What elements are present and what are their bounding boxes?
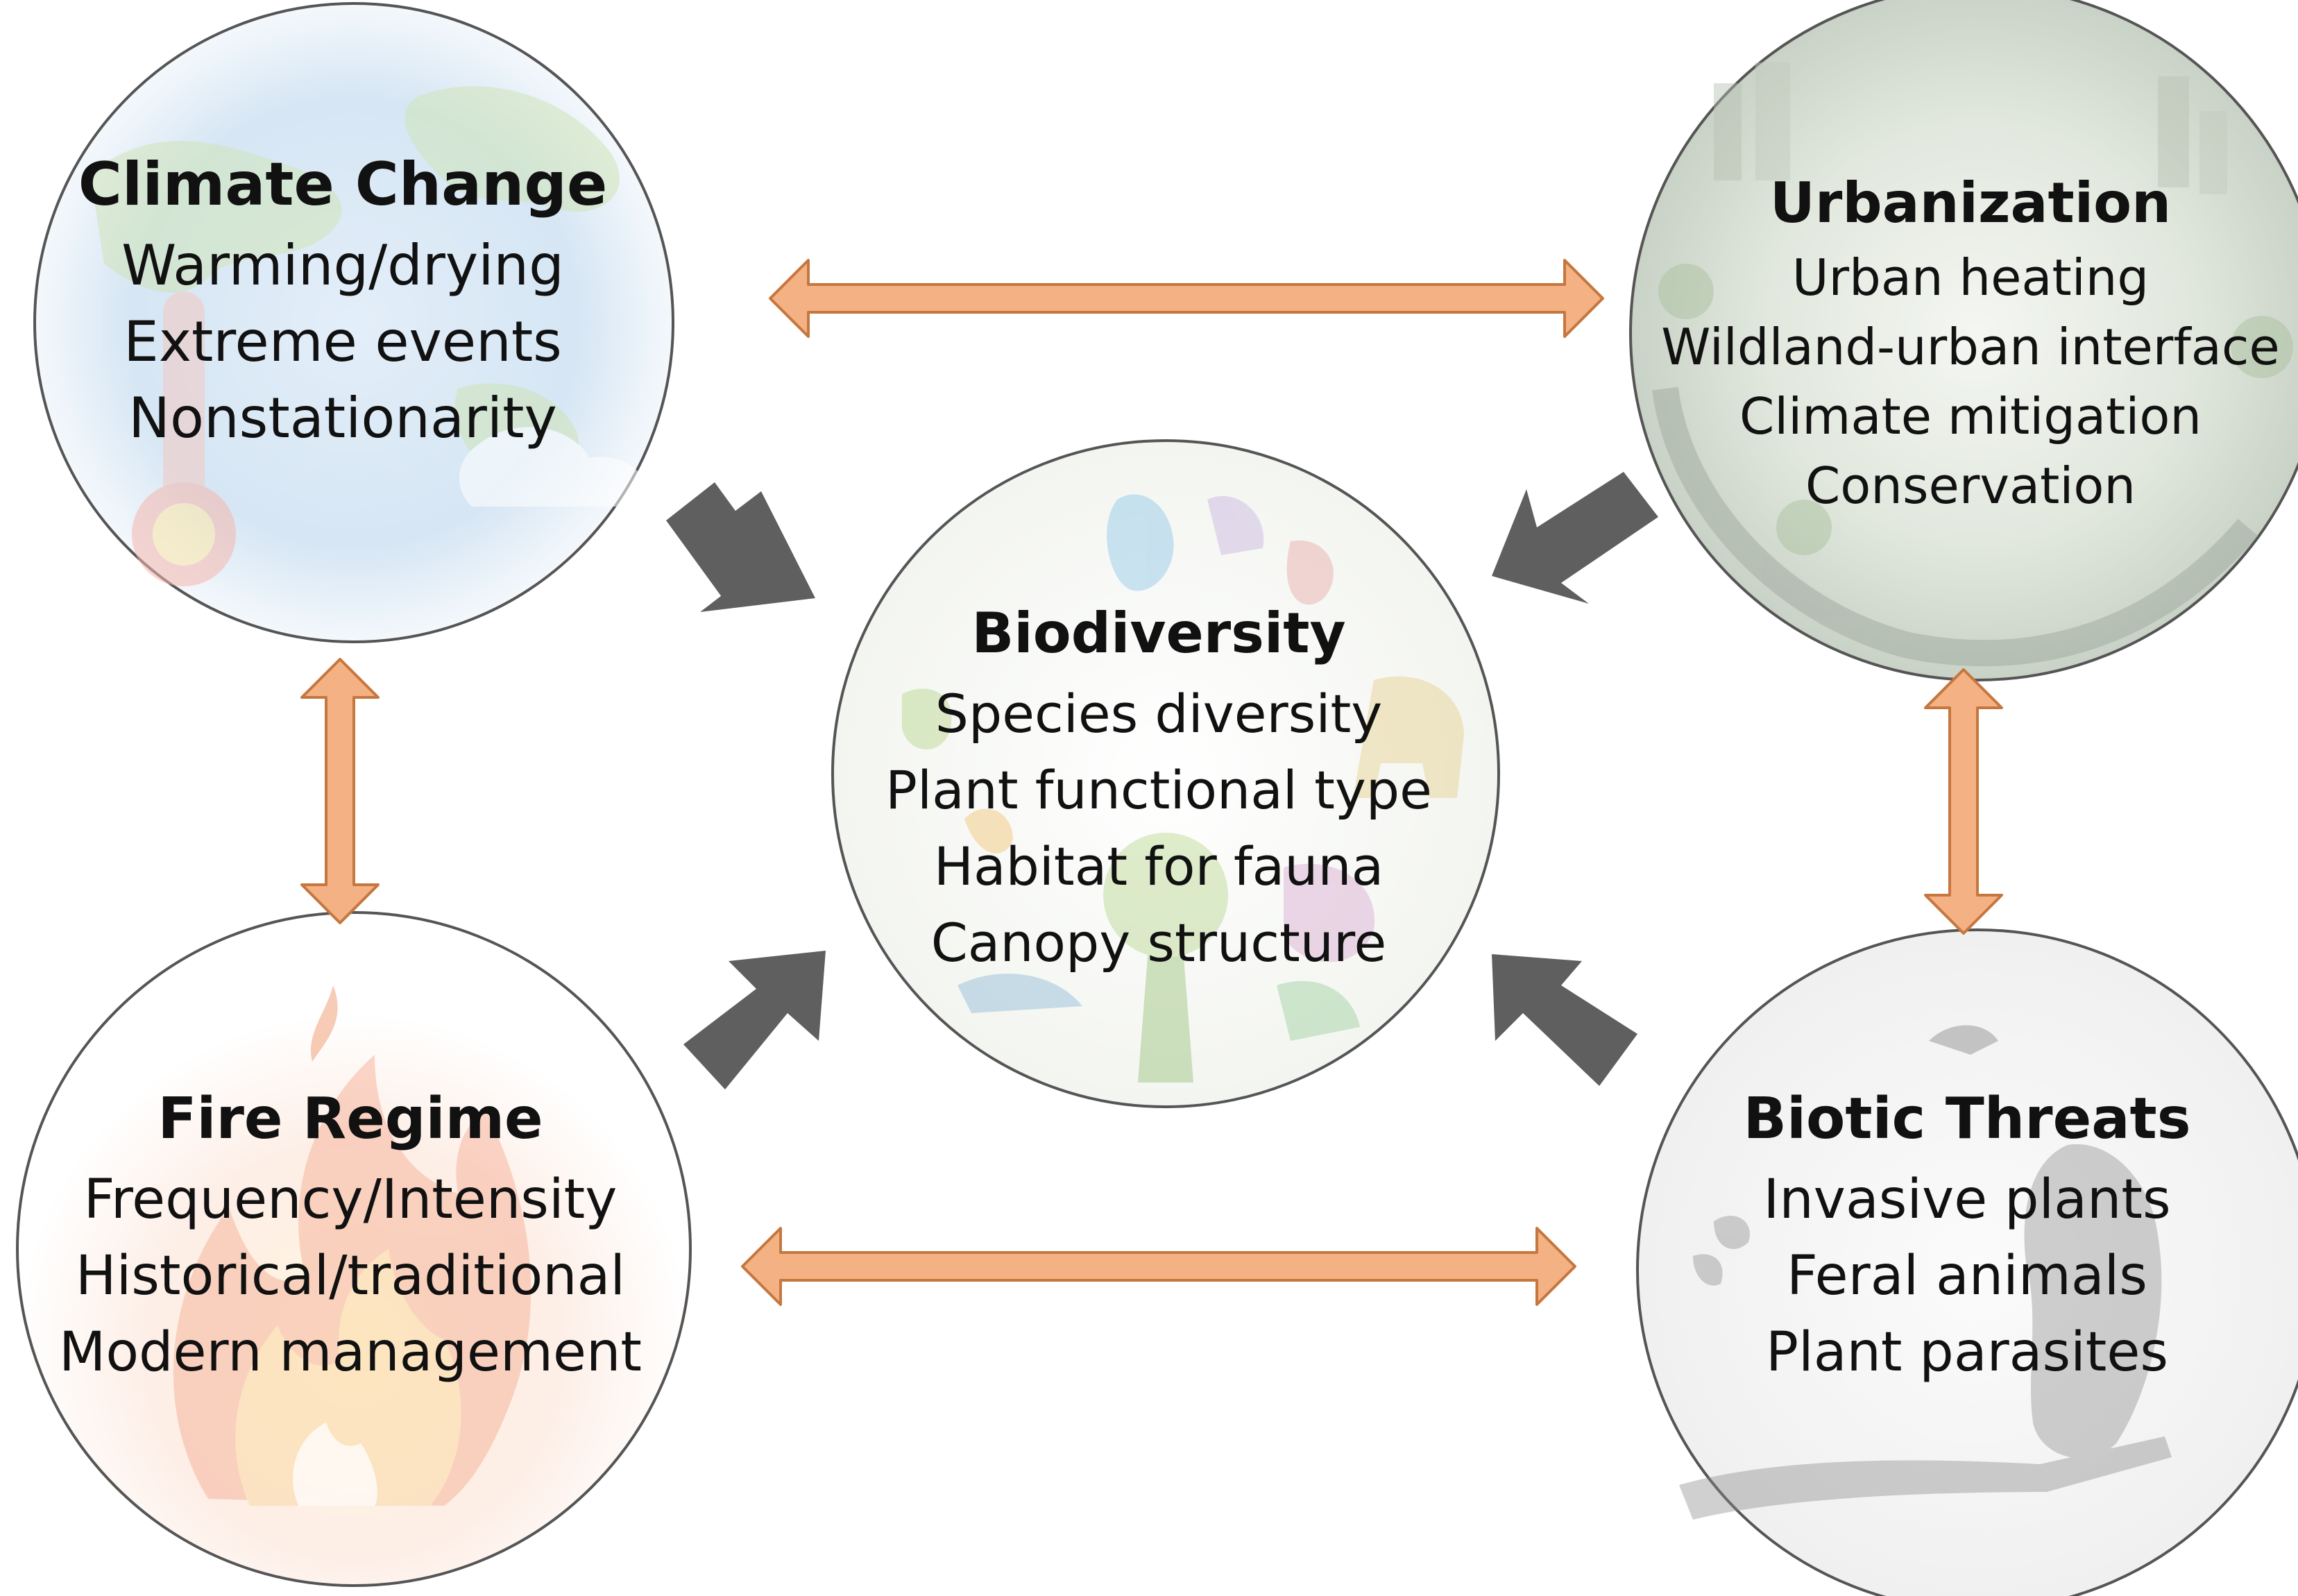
climate-change-node xyxy=(33,2,674,643)
biodiversity-item-1: Species diversity xyxy=(935,683,1382,745)
urban-item-1: Urban heating xyxy=(1792,248,2149,307)
double-arrow-urban-biotic xyxy=(1924,668,2003,935)
feral-cat-branch-icon xyxy=(1679,1025,2172,1520)
biotic-threats-node xyxy=(1636,928,2298,1596)
biodiversity-text: Biodiversity Species diversity Plant fun… xyxy=(885,601,1432,974)
biodiversity-item-4: Canopy structure xyxy=(931,912,1387,974)
biodiversity-title: Biodiversity xyxy=(971,601,1345,665)
globe-thermometer-icon xyxy=(90,86,649,586)
wildlife-silhouettes-icon xyxy=(902,494,1464,1083)
double-arrow-fire-biotic xyxy=(741,1227,1576,1306)
urban-item-2: Wildland-urban interface xyxy=(1661,318,2279,376)
fire-item-1: Frequency/Intensity xyxy=(84,1169,618,1231)
urban-item-4: Conservation xyxy=(1805,457,2136,515)
double-arrow-climate-fire xyxy=(300,658,380,924)
influence-arrow-climate xyxy=(666,482,815,612)
biotic-item-2: Feral animals xyxy=(1787,1245,2147,1307)
climate-item-1: Warming/drying xyxy=(121,233,564,298)
influence-arrow-fire xyxy=(683,951,826,1089)
biotic-item-1: Invasive plants xyxy=(1763,1169,2170,1231)
fire-regime-text: Fire Regime Frequency/Intensity Historic… xyxy=(59,1086,642,1384)
biotic-item-3: Plant parasites xyxy=(1766,1321,2168,1384)
climate-item-2: Extreme events xyxy=(124,309,562,374)
biodiversity-item-3: Habitat for fauna xyxy=(934,835,1384,897)
climate-change-text: Climate Change Warming/drying Extreme ev… xyxy=(78,150,608,450)
urban-item-3: Climate mitigation xyxy=(1739,387,2202,445)
planet-city-icon xyxy=(1652,62,2293,667)
fire-regime-title: Fire Regime xyxy=(158,1086,543,1152)
urbanization-text: Urbanization Urban heating Wildland-urba… xyxy=(1661,171,2279,515)
fire-item-2: Historical/traditional xyxy=(76,1245,625,1307)
biodiversity-node xyxy=(831,439,1500,1108)
fire-regime-node xyxy=(16,911,692,1587)
double-arrow-climate-urban xyxy=(769,259,1604,338)
climate-item-3: Nonstationarity xyxy=(128,386,557,450)
climate-change-title: Climate Change xyxy=(78,150,608,219)
influence-arrow-biotic xyxy=(1492,954,1637,1086)
urbanization-node xyxy=(1629,0,2298,681)
biotic-threats-title: Biotic Threats xyxy=(1743,1086,2190,1152)
urbanization-title: Urbanization xyxy=(1770,171,2171,235)
flame-icon xyxy=(173,985,531,1506)
fire-item-3: Modern management xyxy=(59,1321,642,1384)
biotic-threats-text: Biotic Threats Invasive plants Feral ani… xyxy=(1743,1086,2190,1384)
influence-arrow-urban xyxy=(1492,472,1658,604)
biodiversity-item-2: Plant functional type xyxy=(885,759,1432,821)
